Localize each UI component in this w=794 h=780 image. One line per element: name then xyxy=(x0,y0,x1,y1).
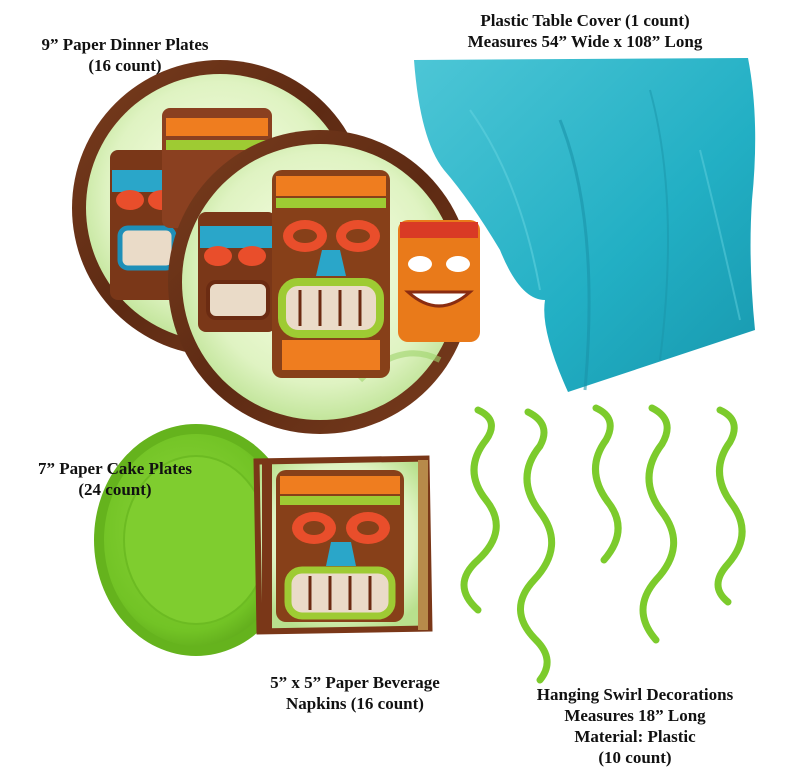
dinner-plates-count: (16 count) xyxy=(88,56,162,75)
swirl-1 xyxy=(460,406,500,614)
swirl-decorations-image xyxy=(460,404,746,684)
swirl-2 xyxy=(517,408,556,684)
napkin-image xyxy=(253,455,433,635)
napkins-count: Napkins (16 count) xyxy=(286,694,424,713)
cake-plates-title: 7” Paper Cake Plates xyxy=(37,459,193,478)
napkins-caption: 5” x 5” Paper Beverage Napkins (16 count… xyxy=(235,672,475,714)
swirl-3 xyxy=(592,404,622,564)
swirls-material: Material: Plastic xyxy=(574,727,696,746)
swirls-title: Hanging Swirl Decorations xyxy=(536,685,734,704)
table-cover-caption: Plastic Table Cover (1 count) Measures 5… xyxy=(405,10,765,52)
dinner-plate-front xyxy=(168,130,480,434)
dinner-plates-title: 9” Paper Dinner Plates xyxy=(41,35,209,54)
table-cover-size: Measures 54” Wide x 108” Long xyxy=(467,32,703,51)
dinner-plates-caption: 9” Paper Dinner Plates (16 count) xyxy=(0,34,250,76)
cake-plates-caption: 7” Paper Cake Plates (24 count) xyxy=(0,458,230,500)
table-cover-title: Plastic Table Cover (1 count) xyxy=(480,11,690,30)
cake-plates-count: (24 count) xyxy=(78,480,152,499)
napkins-title: 5” x 5” Paper Beverage xyxy=(270,673,440,692)
swirl-5 xyxy=(714,406,746,606)
swirls-count: (10 count) xyxy=(598,748,672,767)
swirls-length: Measures 18” Long xyxy=(564,706,706,725)
swirls-caption: Hanging Swirl Decorations Measures 18” L… xyxy=(490,684,780,768)
swirl-4 xyxy=(639,404,678,644)
table-cover-image xyxy=(414,58,756,392)
cake-plate-image xyxy=(94,424,298,656)
